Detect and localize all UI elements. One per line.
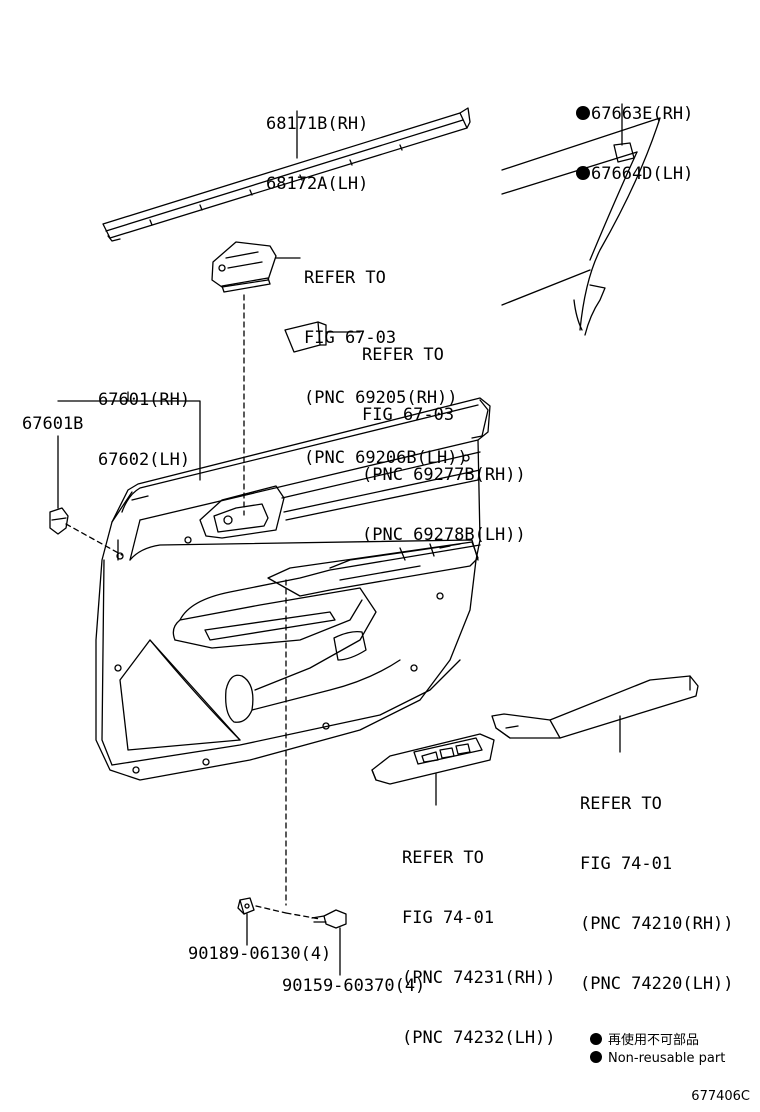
label-cover-lh: 67664D(LH) xyxy=(591,164,694,184)
ref1-line-4: (PNC 69206B(LH)) xyxy=(304,448,468,468)
label-nut: 90189-06130(4) xyxy=(188,944,332,964)
door-trim-panel xyxy=(95,397,491,781)
ref1-line-3: (PNC 69205(RH)) xyxy=(304,388,458,408)
dash-screw-2 xyxy=(285,912,321,920)
door-frame-part xyxy=(501,117,661,336)
ref4-line-3: (PNC 74231(RH)) xyxy=(402,968,556,988)
nut-part xyxy=(237,897,255,915)
legend-row-en: Non-reusable part xyxy=(590,1050,725,1068)
ref4-line-2: FIG 74-01 xyxy=(402,908,495,928)
ref3-line-3: (PNC 74210(RH)) xyxy=(580,914,734,934)
bullet-icon xyxy=(590,1051,602,1063)
label-clip: 67601B xyxy=(22,414,84,434)
ref4-line-1: REFER TO xyxy=(402,848,484,868)
label-panel-rh: 67601(RH) xyxy=(98,390,191,410)
ref4-line-4: (PNC 74232(LH)) xyxy=(402,1028,556,1048)
label-screw: 90159-60370(4) xyxy=(282,976,426,996)
label-cover-rh: 67663E(RH) xyxy=(591,104,694,124)
ref2-line-2: FIG 67-03 xyxy=(362,405,455,425)
dash-nut xyxy=(255,905,287,914)
dash-clip xyxy=(65,523,123,556)
label-ref2: REFER TO FIG 67-03 (PNC 69277B(RH)) (PNC… xyxy=(362,305,526,585)
label-moulding-lh: 68172A(LH) xyxy=(266,174,369,194)
legend-jp-text: 再使用不可部品 xyxy=(608,1033,700,1048)
ref3-line-2: FIG 74-01 xyxy=(580,854,673,874)
garnish-part xyxy=(284,321,327,353)
legend-row-jp: 再使用不可部品 xyxy=(590,1032,725,1050)
ref1-line-1: REFER TO xyxy=(304,268,386,288)
clip-part xyxy=(49,507,69,535)
label-panel-lh: 67602(LH) xyxy=(98,450,191,470)
panel-leaders xyxy=(57,391,201,509)
label-ref1: REFER TO FIG 67-03 (PNC 69205(RH)) (PNC … xyxy=(304,228,468,508)
inside-handle-part xyxy=(211,241,277,293)
belt-moulding-part xyxy=(102,107,471,242)
armrest-pad-part xyxy=(491,675,699,739)
bullet-icon xyxy=(590,1033,602,1045)
label-moulding: 68171B(RH) 68172A(LH) xyxy=(266,74,368,234)
ref2-line-3: (PNC 69277B(RH)) xyxy=(362,465,526,485)
diagram-code: 677406C xyxy=(691,1089,750,1104)
ref2-line-1: REFER TO xyxy=(362,345,444,365)
label-cover: 67663E(RH) 67664D(LH) xyxy=(576,64,693,224)
non-reusable-bullet-icon xyxy=(576,106,590,120)
legend: 再使用不可部品 Non-reusable part xyxy=(590,1032,725,1068)
label-moulding-rh: 68171B(RH) xyxy=(266,114,369,134)
legend-en-text: Non-reusable part xyxy=(608,1051,726,1066)
label-panel: 67601(RH) 67602(LH) xyxy=(98,350,190,510)
ref1-line-2: FIG 67-03 xyxy=(304,328,397,348)
ref2-line-4: (PNC 69278B(LH)) xyxy=(362,525,526,545)
switch-base-part xyxy=(371,733,495,785)
non-reusable-bullet-icon xyxy=(576,166,590,180)
ref3-line-1: REFER TO xyxy=(580,794,662,814)
label-ref3: REFER TO FIG 74-01 (PNC 74210(RH)) (PNC … xyxy=(580,754,734,1034)
ref3-line-4: (PNC 74220(LH)) xyxy=(580,974,734,994)
label-ref4: REFER TO FIG 74-01 (PNC 74231(RH)) (PNC … xyxy=(402,808,556,1088)
